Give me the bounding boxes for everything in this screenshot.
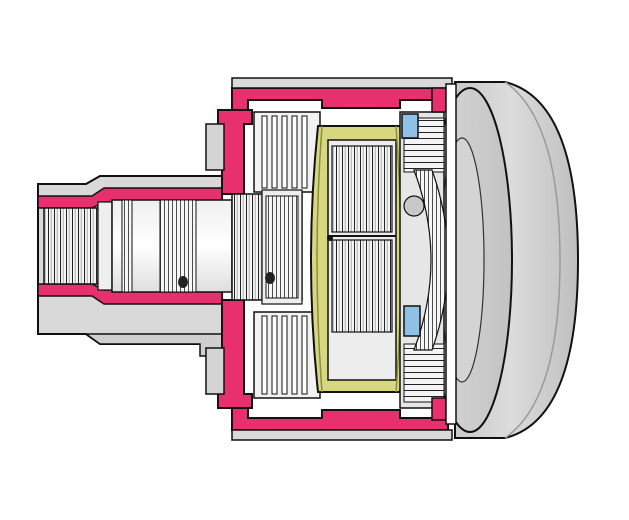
seal-upper bbox=[401, 113, 419, 139]
input-shaft bbox=[37, 175, 233, 357]
ring-gear-assembly bbox=[399, 111, 449, 409]
seal-lower bbox=[403, 305, 421, 337]
housing-end-cap bbox=[431, 83, 457, 425]
clutch-pack-upper bbox=[253, 111, 321, 193]
planetary-carrier bbox=[310, 125, 408, 393]
clutch-pack-lower bbox=[253, 311, 321, 399]
sun-gear-hub bbox=[231, 189, 303, 305]
clutch-housing-section bbox=[205, 77, 453, 441]
